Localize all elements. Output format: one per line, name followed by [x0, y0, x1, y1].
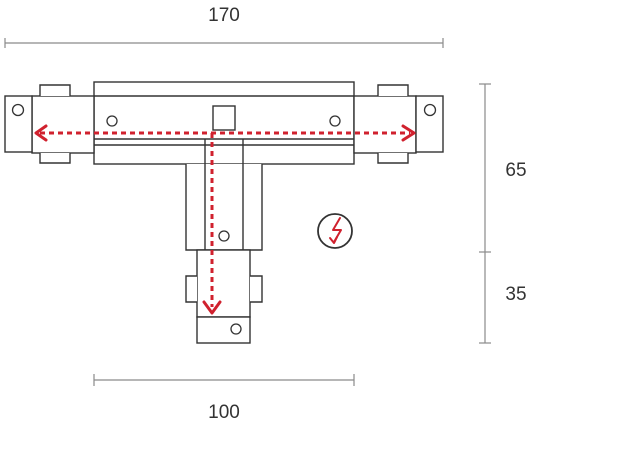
- arrow-down-icon: [202, 300, 222, 315]
- left-end-clamp: [4, 84, 95, 164]
- current-path-arrows: [34, 124, 416, 315]
- arrow-right-icon: [401, 124, 416, 142]
- arrow-left-icon: [34, 124, 48, 142]
- dimension-label-35: 35: [505, 284, 526, 305]
- dimension-65: 65: [479, 83, 527, 253]
- right-end-clamp: [353, 84, 444, 164]
- screw-hole-icon: [329, 115, 341, 127]
- screw-hole-icon: [423, 103, 437, 117]
- dimension-170: 170: [4, 5, 444, 48]
- lightning-bolt-in-circle-icon: [317, 213, 353, 249]
- screw-hole-icon: [11, 103, 25, 117]
- screw-holes: [11, 103, 437, 335]
- screw-hole-icon: [230, 323, 242, 335]
- screw-hole-icon: [218, 230, 230, 242]
- bottom-end-clamp: [185, 249, 263, 344]
- connector-body: [93, 81, 355, 251]
- dimension-label-100: 100: [208, 402, 240, 423]
- screw-hole-icon: [106, 115, 118, 127]
- dimension-35: 35: [479, 252, 527, 344]
- dimension-100: 100: [93, 374, 355, 423]
- dimension-label-65: 65: [505, 160, 526, 181]
- dimension-label-170: 170: [208, 5, 240, 26]
